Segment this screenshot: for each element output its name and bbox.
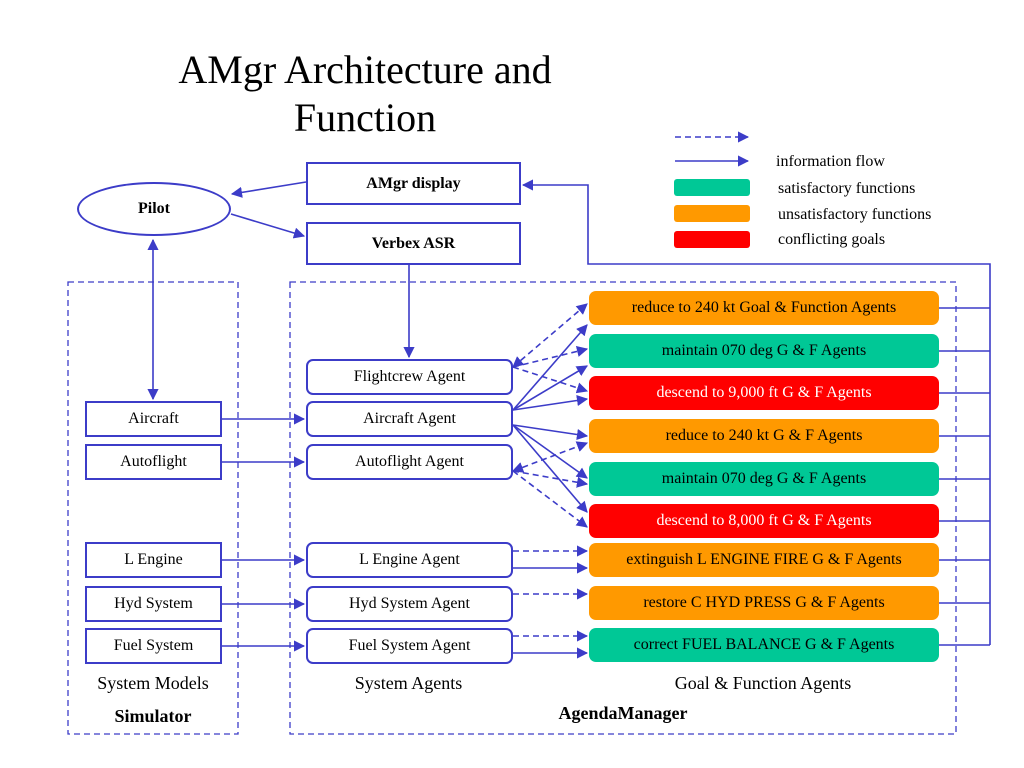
aircraft-gf-arrow [512,424,588,479]
system-agent-autoflight-agent[interactable]: Autoflight Agent [306,444,513,480]
system-agent-aircraft-agent[interactable]: Aircraft Agent [306,401,513,437]
flightcrew-gf-dashed [512,366,589,394]
gf-agent-satisfactory[interactable]: correct FUEL BALANCE G & F Agents [589,628,939,662]
legend-swatch-unsatisfactory [674,205,750,222]
legend-unsatisfactory-label: unsatisfactory functions [778,206,932,223]
gf-agent-unsatisfactory[interactable]: extinguish L ENGINE FIRE G & F Agents [589,543,939,577]
gf-agent-label: descend to 9,000 ft G & F Agents [656,384,872,401]
gf-agent-conflicting[interactable]: descend to 8,000 ft G & F Agents [589,504,939,538]
autoflight-gf-dashed [511,441,589,473]
system-model-l-engine[interactable]: L Engine [85,542,222,578]
autoflight-gf-dashed [512,470,589,488]
system-agents-caption: System Agents [354,673,463,693]
pilot-to-verbex-arrow [230,213,306,239]
aircraft-gf-arrow [512,424,589,441]
gf-agent-label: reduce to 240 kt G & F Agents [665,427,863,444]
system-agent-flightcrew-agent[interactable]: Flightcrew Agent [306,359,513,395]
amgr-display-label: AMgr display [366,174,461,192]
system-agent-label: Aircraft Agent [363,410,456,427]
system-model-fuel-system[interactable]: Fuel System [85,628,222,664]
gf-agent-label: descend to 8,000 ft G & F Agents [656,512,872,529]
legend-information-flow-label: information flow [776,153,885,170]
gf-agent-satisfactory[interactable]: maintain 070 deg G & F Agents [589,334,939,368]
legend-satisfactory-label: satisfactory functions [778,180,916,197]
flightcrew-gf-dashed [512,303,588,368]
system-model-label: L Engine [124,551,183,568]
display-to-pilot-arrow [230,181,307,198]
page-title: AMgr Architecture and Function [178,47,552,140]
gf-agent-unsatisfactory[interactable]: reduce to 240 kt G & F Agents [589,419,939,453]
system-model-label: Autoflight [120,453,187,470]
agendamanager-container [289,281,957,735]
gf-agent-label: maintain 070 deg G & F Agents [661,342,867,359]
legend-swatch-conflicting [674,231,750,248]
pilot-node[interactable]: Pilot [77,182,231,236]
system-models-caption: System Models [97,673,209,693]
system-agent-label: Hyd System Agent [349,595,470,612]
system-agent-label: L Engine Agent [359,551,460,568]
aircraft-gf-arrow [512,424,588,513]
system-model-label: Fuel System [113,637,194,654]
gf-agent-label: reduce to 240 kt Goal & Function Agents [631,299,897,316]
gf-agents-caption: Goal & Function Agents [674,673,852,693]
amgr-display-node[interactable]: AMgr display [306,162,521,205]
gf-agent-satisfactory[interactable]: maintain 070 deg G & F Agents [589,462,939,496]
gf-agent-label: extinguish L ENGINE FIRE G & F Agents [626,551,902,568]
aircraft-gf-arrow [512,365,588,411]
aircraft-gf-arrow [512,394,589,411]
autoflight-gf-dashed [512,470,588,528]
flightcrew-gf-dashed [512,345,589,368]
legend-conflicting-label: conflicting goals [778,231,886,248]
verbex-asr-node[interactable]: Verbex ASR [306,222,521,265]
gf-agent-label: correct FUEL BALANCE G & F Agents [633,636,895,653]
system-model-hyd-system[interactable]: Hyd System [85,586,222,622]
legend-swatch-satisfactory [674,179,750,196]
gf-agent-conflicting[interactable]: descend to 9,000 ft G & F Agents [589,376,939,410]
pilot-label: Pilot [138,200,170,217]
feedback-to-display-arrow [521,179,991,645]
system-agent-l-engine-agent[interactable]: L Engine Agent [306,542,513,578]
system-model-autoflight[interactable]: Autoflight [85,444,222,480]
gf-agent-label: maintain 070 deg G & F Agents [661,470,867,487]
gf-agent-label: restore C HYD PRESS G & F Agents [643,594,885,611]
agendamanager-title: AgendaManager [558,703,688,723]
aircraft-gf-arrow [512,324,588,411]
gf-agent-unsatisfactory[interactable]: restore C HYD PRESS G & F Agents [589,586,939,620]
system-agent-label: Flightcrew Agent [353,368,466,385]
system-agent-fuel-system-agent[interactable]: Fuel System Agent [306,628,513,664]
system-model-label: Hyd System [114,595,193,612]
verbex-asr-label: Verbex ASR [371,234,456,252]
system-agent-label: Autoflight Agent [355,453,464,470]
system-agent-label: Fuel System Agent [348,637,471,654]
gf-agent-unsatisfactory[interactable]: reduce to 240 kt Goal & Function Agents [589,291,939,325]
system-model-aircraft[interactable]: Aircraft [85,401,222,437]
system-model-label: Aircraft [128,410,179,427]
simulator-title: Simulator [114,706,192,726]
system-agent-hyd-system-agent[interactable]: Hyd System Agent [306,586,513,622]
